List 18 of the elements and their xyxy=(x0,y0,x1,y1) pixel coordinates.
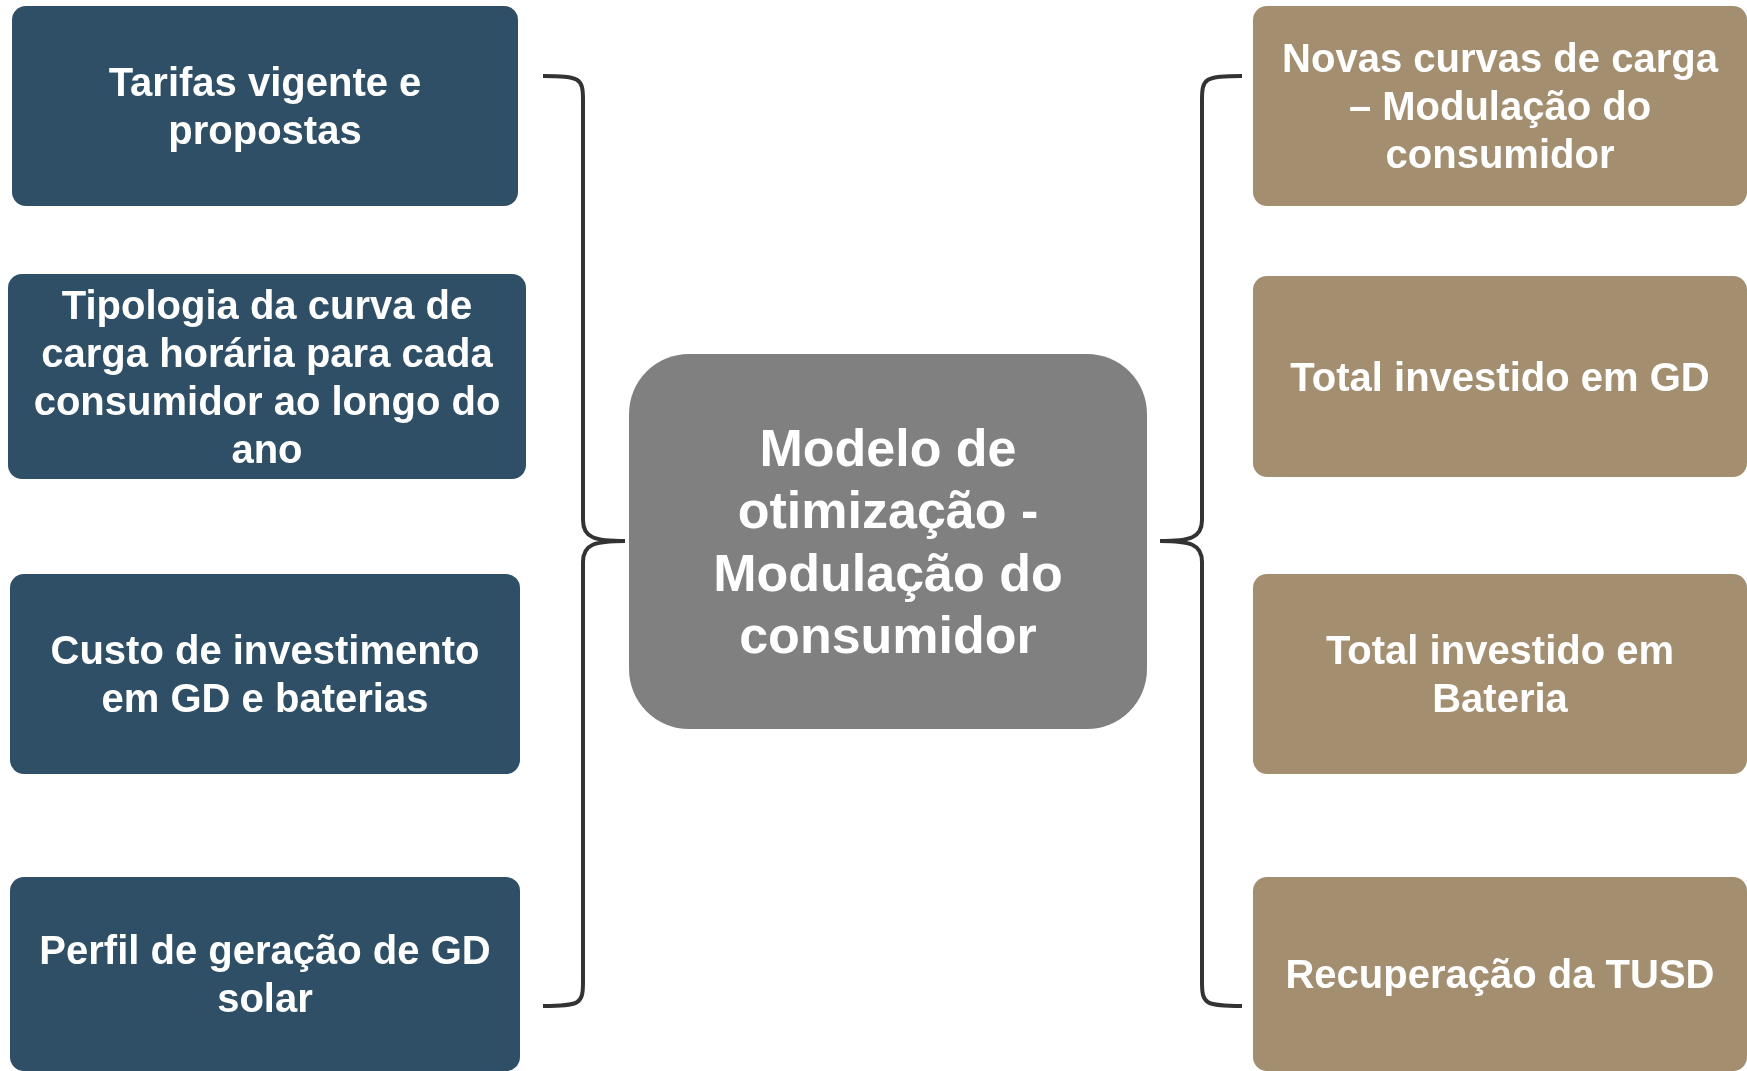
box-label: Modelo de otimização - Modulação do consumidor xyxy=(712,417,1064,666)
output-box xyxy=(1253,877,1747,1071)
box-label: Total investido em Bateria xyxy=(1324,627,1676,722)
box-label: Tipologia da curva de carga horária para cada consumidor ao longo do ano xyxy=(32,281,502,473)
input-box xyxy=(12,6,518,206)
output-box xyxy=(1253,276,1747,477)
box-label: Perfil de geração de GD solar xyxy=(38,927,492,1022)
input-box xyxy=(8,274,526,479)
box-label: Novas curvas de carga – Modulação do consumidor xyxy=(1281,35,1720,178)
box-label: Recuperação da TUSD xyxy=(1285,951,1715,998)
input-box xyxy=(10,574,520,774)
box-label: Tarifas vigente e propostas xyxy=(107,59,423,154)
process-box xyxy=(629,354,1147,729)
input-box xyxy=(10,877,520,1071)
output-box xyxy=(1253,6,1747,206)
output-box xyxy=(1253,574,1747,774)
box-label: Total investido em GD xyxy=(1290,353,1710,401)
box-label: Custo de investimento em GD e baterias xyxy=(49,627,481,722)
